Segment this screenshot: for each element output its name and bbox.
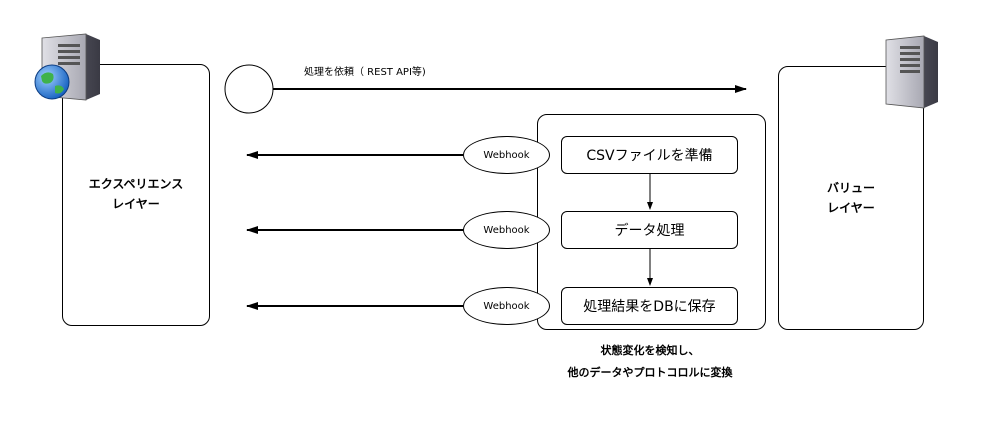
request-label: 処理を依頼（ REST API等) (304, 67, 426, 78)
webhook-2: Webhook (463, 211, 550, 249)
value-layer-label: バリュー レイヤー (826, 181, 875, 215)
webhook-1: Webhook (463, 136, 550, 174)
state-change-note: 状態変化を検知し、 他のデータやプロトコロルに変換 (567, 344, 733, 379)
webhook-3: Webhook (463, 287, 550, 325)
value-layer-box (778, 66, 924, 330)
experience-layer-box (62, 64, 210, 326)
step-prepare-csv: CSVファイルを準備 (561, 136, 738, 174)
experience-layer-label: エクスペリエンス レイヤー (88, 177, 184, 211)
step-data-processing: データ処理 (561, 211, 738, 249)
server-icon (878, 30, 948, 110)
request-start-circle (224, 64, 274, 114)
step-save-to-db: 処理結果をDBに保存 (561, 287, 738, 325)
server-globe-icon (28, 30, 108, 102)
